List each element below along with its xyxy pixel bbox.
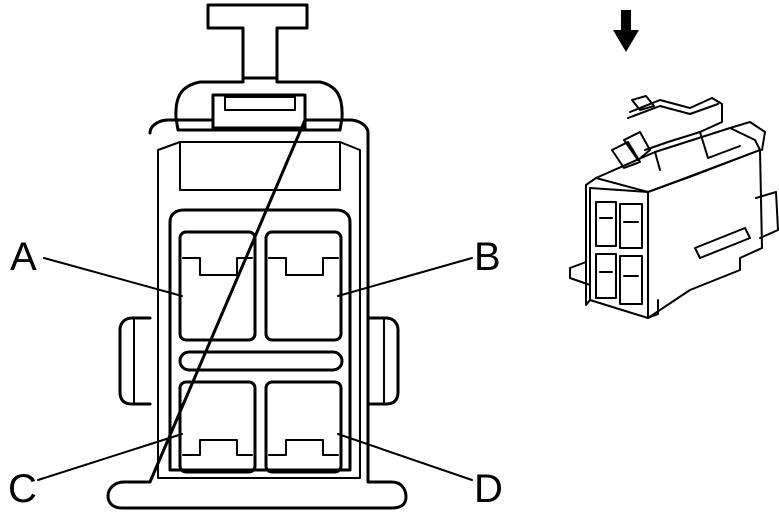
pin-label-d: D: [474, 467, 503, 511]
body-inner-line: [157, 141, 361, 479]
latch-tab: [206, 3, 309, 80]
connector-perspective-icon: [569, 95, 779, 319]
pin-label-b: B: [474, 235, 501, 279]
leader-line-d: [337, 433, 473, 481]
body-shelf: [179, 141, 341, 191]
left-rib: [118, 316, 152, 406]
pin-cavity-c: [178, 380, 257, 474]
body-outer: [106, 118, 408, 510]
upper-shroud: [174, 76, 344, 132]
cavity-housing: [168, 208, 352, 472]
cavity-divider: [178, 350, 344, 372]
arrow-down-icon: [613, 10, 639, 52]
pin-cavity-b: [264, 230, 343, 342]
latch-window-inner: [224, 96, 296, 111]
leader-line-c: [37, 433, 183, 481]
leader-line-b: [337, 257, 473, 297]
leader-line-a: [43, 257, 183, 297]
pin-label-a: A: [10, 235, 37, 279]
connector-front-view: [106, 3, 408, 510]
right-rib: [366, 316, 400, 406]
pin-label-c: C: [8, 467, 37, 511]
pin-cavity-a: [178, 230, 257, 342]
latch-window: [211, 93, 307, 130]
pin-cavity-d: [264, 380, 343, 474]
